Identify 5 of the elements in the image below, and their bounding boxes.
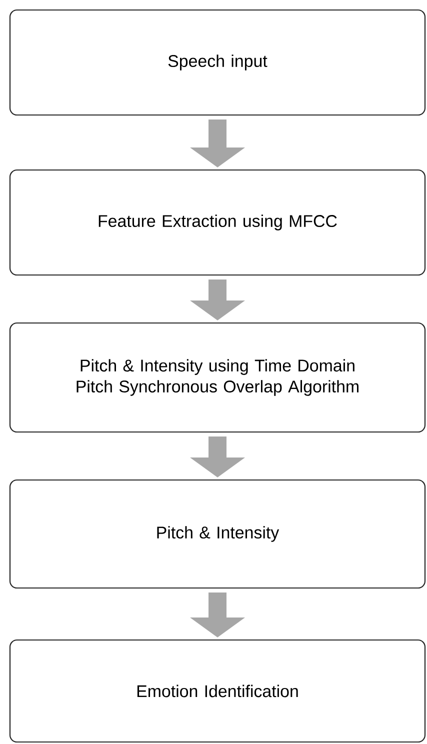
process-box: Speech input [9, 9, 426, 116]
process-box: Pitch & Intensity [9, 479, 426, 589]
process-box: Pitch & Intensity using Time Domain Pitch Synchronous Overlap Algorithm [9, 322, 426, 433]
process-box: Emotion Identification [9, 639, 426, 743]
process-box: Feature Extraction using MFCC [9, 169, 426, 276]
